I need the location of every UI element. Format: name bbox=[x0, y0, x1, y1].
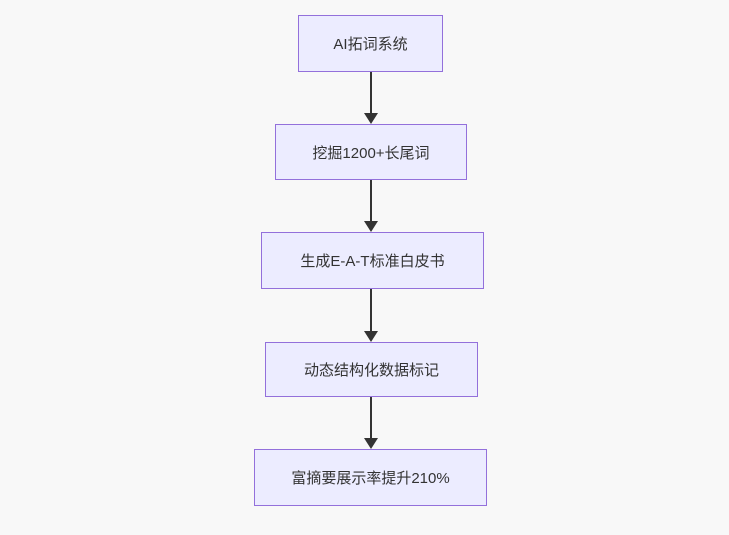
arrowhead-down-icon bbox=[364, 221, 378, 232]
arrow-line bbox=[370, 72, 372, 115]
flow-node-ai-word-expansion: AI拓词系统 bbox=[298, 15, 443, 72]
arrow-line bbox=[370, 180, 372, 223]
flow-node-structured-data-markup: 动态结构化数据标记 bbox=[265, 342, 478, 397]
arrow-line bbox=[370, 397, 372, 440]
arrowhead-down-icon bbox=[364, 331, 378, 342]
flow-arrow-4 bbox=[364, 397, 378, 449]
arrowhead-down-icon bbox=[364, 438, 378, 449]
flow-node-rich-snippet-rate: 富摘要展示率提升210% bbox=[254, 449, 487, 506]
flow-node-longtail-keywords: 挖掘1200+长尾词 bbox=[275, 124, 467, 180]
arrowhead-down-icon bbox=[364, 113, 378, 124]
flow-arrow-3 bbox=[364, 289, 378, 342]
arrow-line bbox=[370, 289, 372, 333]
flow-arrow-2 bbox=[364, 180, 378, 232]
flow-node-eat-whitepaper: 生成E-A-T标准白皮书 bbox=[261, 232, 484, 289]
flow-arrow-1 bbox=[364, 72, 378, 124]
